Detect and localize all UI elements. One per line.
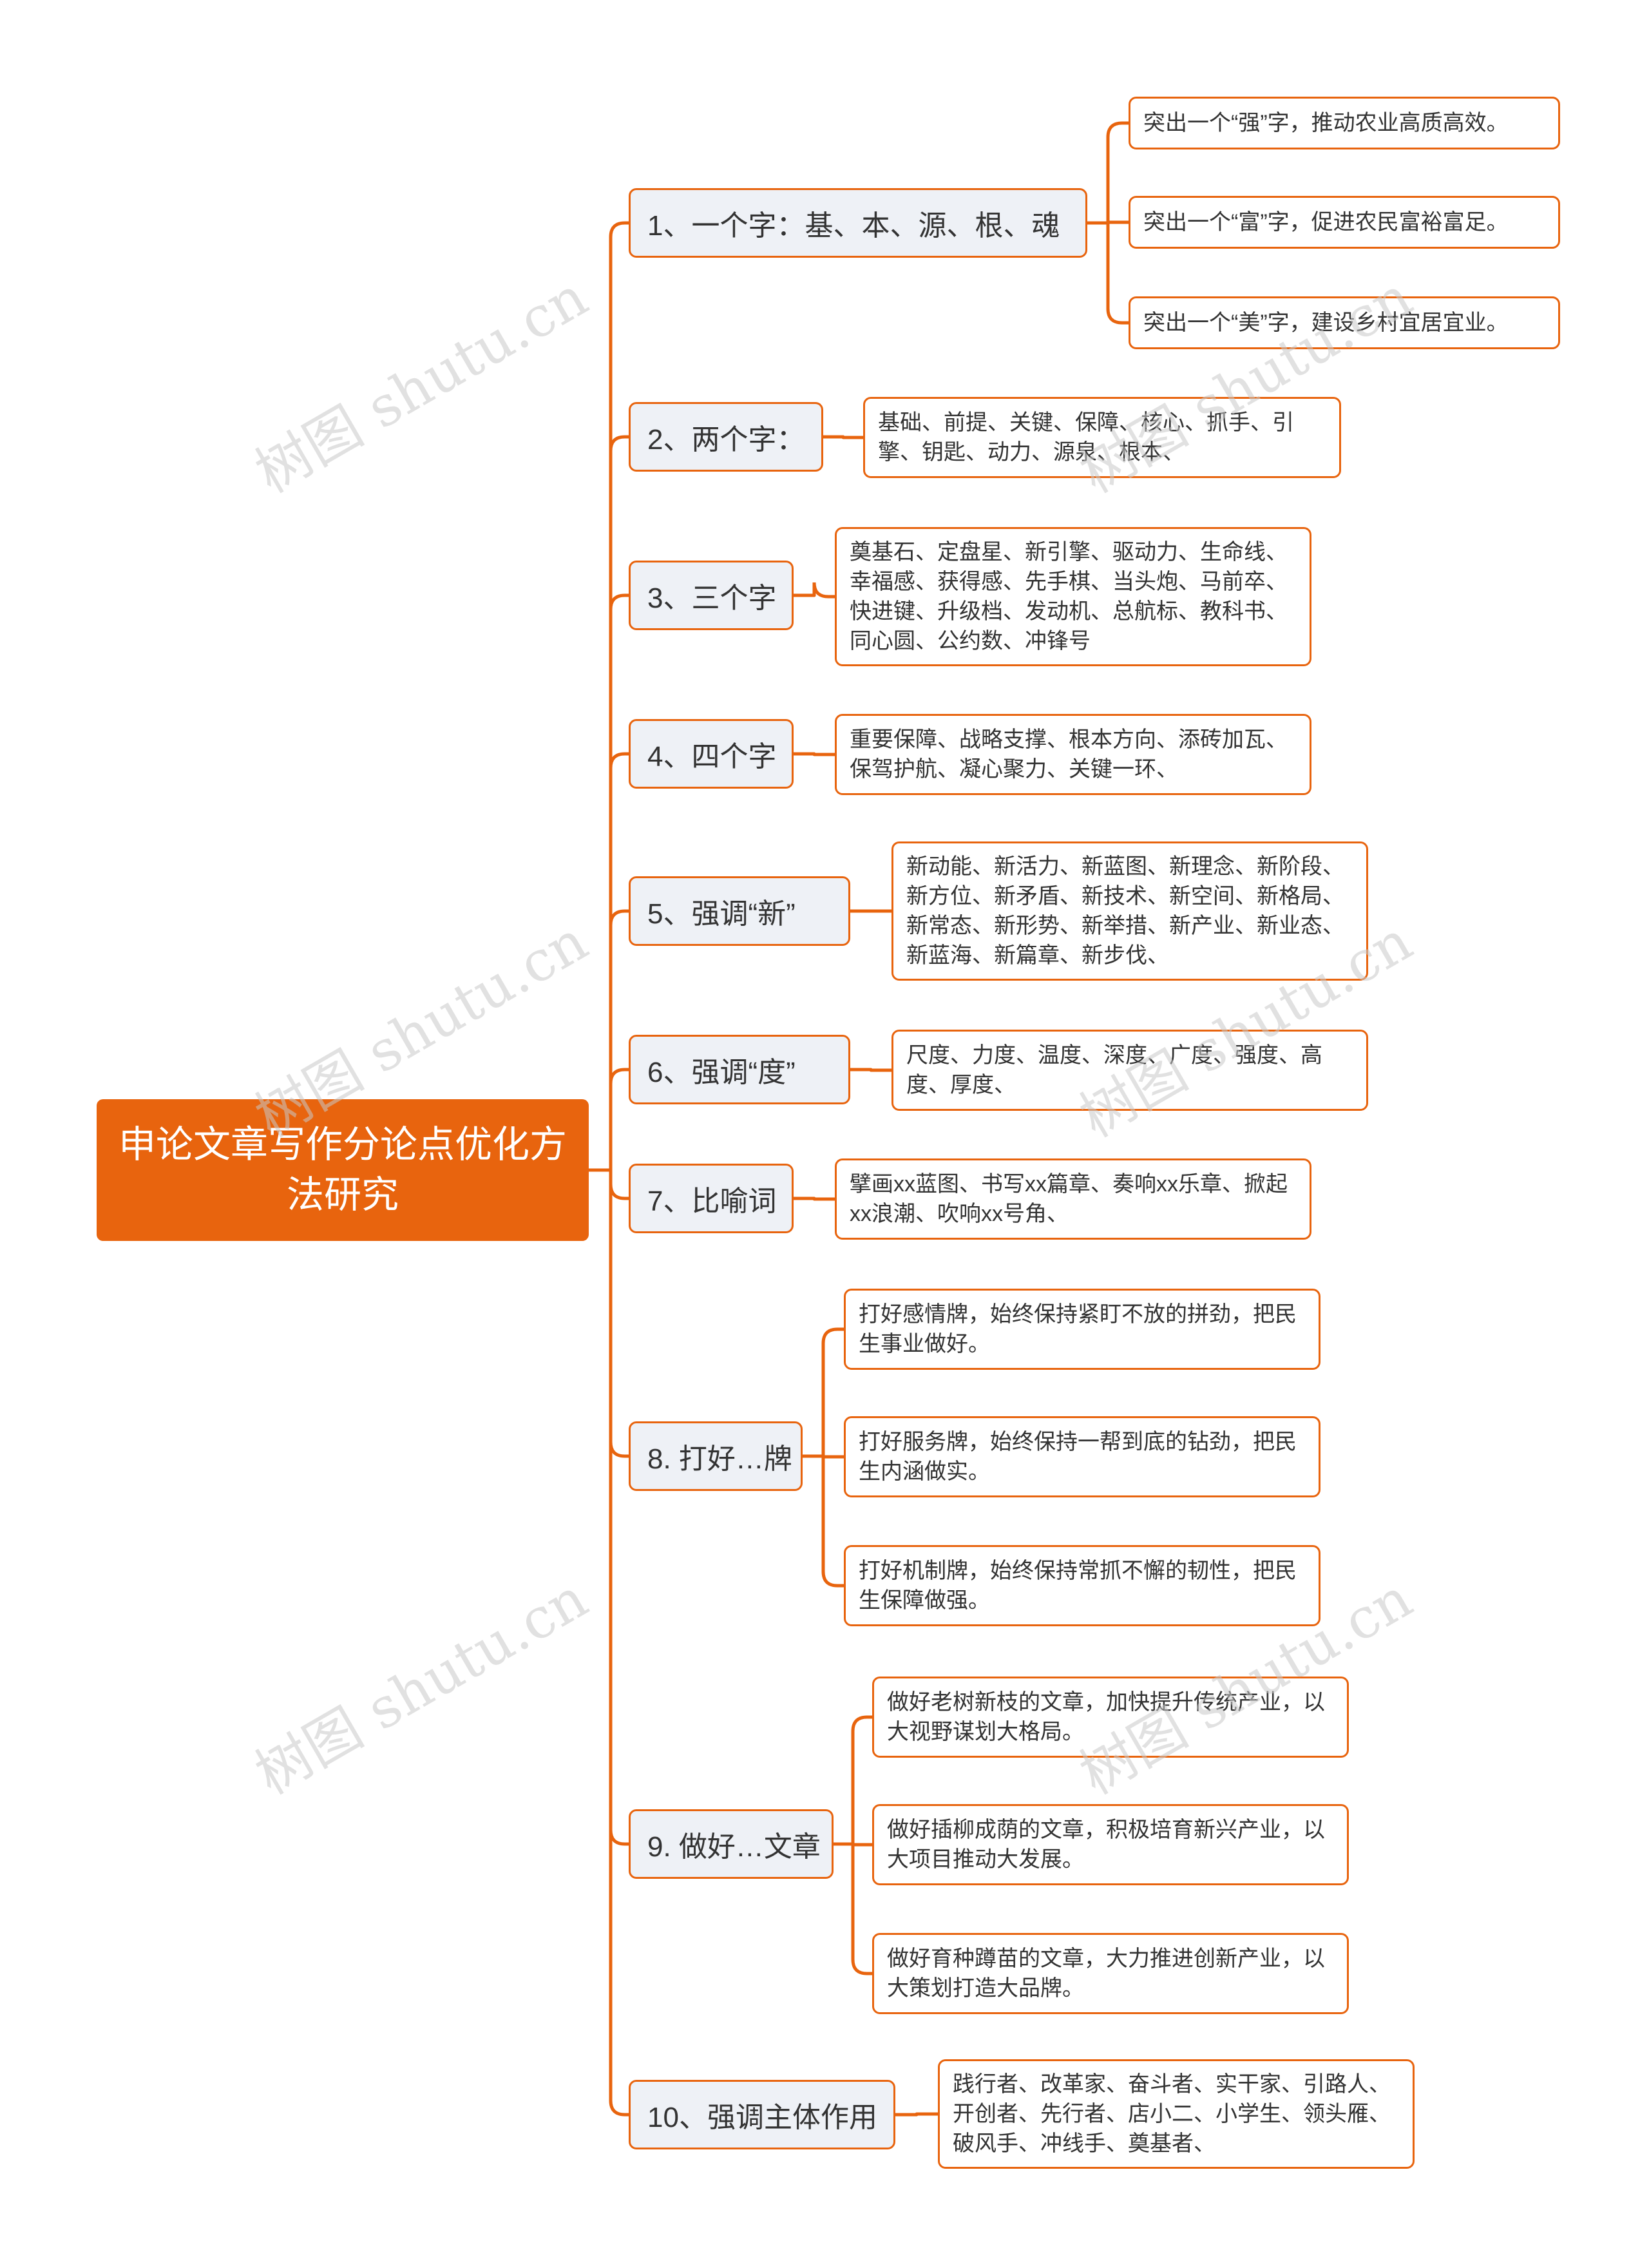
connector-line	[609, 1068, 631, 1172]
leaf-text: 打好机制牌，始终保持常抓不懈的韧性，把民生保障做强。	[859, 1559, 1297, 1613]
leaf-6-1[interactable]: 尺度、力度、温度、深度、广度、强度、高度、厚度、	[891, 1030, 1368, 1111]
leaf-text: 做好插柳成荫的文章，积极培育新兴产业，以大项目推动大发展。	[887, 1818, 1325, 1872]
connector-line	[851, 1715, 874, 1846]
root-topic[interactable]: 申论文章写作分论点优化方法研究	[97, 1099, 589, 1241]
branch-label: 10、强调主体作用	[647, 2102, 877, 2133]
leaf-8-3[interactable]: 打好机制牌，始终保持常抓不懈的韧性，把民生保障做强。	[844, 1545, 1320, 1626]
leaf-text: 做好老树新枝的文章，加快提升传统产业，以大视野谋划大格局。	[887, 1690, 1325, 1744]
branch-label: 8. 打好…牌	[647, 1443, 792, 1475]
branch-6[interactable]: 6、强调“度”	[629, 1035, 850, 1104]
branch-label: 6、强调“度”	[647, 1057, 796, 1088]
connector-line	[609, 221, 631, 1172]
branch-label: 5、强调“新”	[647, 898, 796, 930]
branch-8[interactable]: 8. 打好…牌	[629, 1421, 803, 1491]
leaf-text: 擘画xx蓝图、书写xx篇章、奏响xx乐章、掀起xx浪潮、吹响xx号角、	[850, 1172, 1288, 1226]
connector-line	[609, 752, 631, 1172]
leaf-5-1[interactable]: 新动能、新活力、新蓝图、新理念、新阶段、新方位、新矛盾、新技术、新空间、新格局、…	[891, 841, 1368, 981]
leaf-9-3[interactable]: 做好育种蹲苗的文章，大力推进创新产业，以大策划打造大品牌。	[872, 1933, 1349, 2014]
leaf-text: 突出一个“富”字，促进农民富裕富足。	[1143, 210, 1509, 235]
branch-2[interactable]: 2、两个字：	[629, 402, 823, 472]
leaf-3-1[interactable]: 奠基石、定盘星、新引擎、驱动力、生命线、幸福感、获得感、先手棋、当头炮、马前卒、…	[835, 527, 1311, 666]
leaf-8-2[interactable]: 打好服务牌，始终保持一帮到底的钻劲，把民生内涵做实。	[844, 1416, 1320, 1497]
leaf-text: 基础、前提、关键、保障、核心、抓手、引擎、钥匙、动力、源泉、根本、	[878, 410, 1294, 465]
branch-label: 1、一个字：基、本、源、根、魂	[647, 210, 1060, 242]
connector-line	[609, 1168, 631, 1846]
leaf-10-1[interactable]: 践行者、改革家、奋斗者、实干家、引路人、开创者、先行者、店小二、小学生、领头雁、…	[938, 2059, 1415, 2169]
branch-1[interactable]: 1、一个字：基、本、源、根、魂	[629, 188, 1087, 258]
leaf-text: 打好感情牌，始终保持紧盯不放的拼劲，把民生事业做好。	[859, 1302, 1297, 1356]
leaf-1-3[interactable]: 突出一个“美”字，建设乡村宜居宜业。	[1129, 296, 1560, 349]
leaf-text: 奠基石、定盘星、新引擎、驱动力、生命线、幸福感、获得感、先手棋、当头炮、马前卒、…	[850, 540, 1288, 653]
connector-line	[821, 1327, 846, 1458]
leaf-2-1[interactable]: 基础、前提、关键、保障、核心、抓手、引擎、钥匙、动力、源泉、根本、	[863, 397, 1341, 478]
leaf-text: 打好服务牌，始终保持一帮到底的钻劲，把民生内涵做实。	[859, 1430, 1297, 1484]
leaf-8-1[interactable]: 打好感情牌，始终保持紧盯不放的拼劲，把民生事业做好。	[844, 1289, 1320, 1370]
branch-4[interactable]: 4、四个字	[629, 719, 794, 789]
leaf-text: 突出一个“强”字，推动农业高质高效。	[1143, 111, 1509, 135]
leaf-9-2[interactable]: 做好插柳成荫的文章，积极培育新兴产业，以大项目推动大发展。	[872, 1804, 1349, 1885]
branch-label: 7、比喻词	[647, 1186, 777, 1217]
leaf-text: 尺度、力度、温度、深度、广度、强度、高度、厚度、	[906, 1043, 1322, 1097]
connector-line	[1106, 221, 1130, 325]
branch-7[interactable]: 7、比喻词	[629, 1164, 794, 1233]
branch-10[interactable]: 10、强调主体作用	[629, 2080, 895, 2149]
connector-line	[609, 909, 631, 1172]
branch-label: 2、两个字：	[647, 424, 805, 456]
leaf-9-1[interactable]: 做好老树新枝的文章，加快提升传统产业，以大视野谋划大格局。	[872, 1677, 1349, 1758]
connector-line	[1106, 121, 1130, 225]
leaf-text: 新动能、新活力、新蓝图、新理念、新阶段、新方位、新矛盾、新技术、新空间、新格局、…	[906, 854, 1344, 968]
branch-5[interactable]: 5、强调“新”	[629, 876, 850, 946]
branch-3[interactable]: 3、三个字	[629, 561, 794, 630]
branch-9[interactable]: 9. 做好…文章	[629, 1809, 834, 1879]
leaf-1-1[interactable]: 突出一个“强”字，推动农业高质高效。	[1129, 97, 1560, 149]
connector-line	[609, 1168, 631, 1200]
root-title: 申论文章写作分论点优化方法研究	[118, 1124, 567, 1216]
leaf-text: 做好育种蹲苗的文章，大力推进创新产业，以大策划打造大品牌。	[887, 1946, 1325, 2001]
branch-label: 3、三个字	[647, 582, 777, 614]
leaf-4-1[interactable]: 重要保障、战略支撑、根本方向、添砖加瓦、保驾护航、凝心聚力、关键一环、	[835, 714, 1311, 795]
connector-line	[609, 435, 631, 1172]
leaf-text: 突出一个“美”字，建设乡村宜居宜业。	[1143, 311, 1509, 335]
connector-line	[821, 1454, 846, 1588]
connector-line	[609, 593, 631, 1172]
connector-line	[851, 1842, 874, 1975]
leaf-text: 重要保障、战略支撑、根本方向、添砖加瓦、保驾护航、凝心聚力、关键一环、	[850, 727, 1288, 782]
branch-label: 4、四个字	[647, 741, 777, 773]
branch-label: 9. 做好…文章	[647, 1831, 821, 1863]
connector-line	[812, 582, 837, 599]
leaf-1-2[interactable]: 突出一个“富”字，促进农民富裕富足。	[1129, 196, 1560, 249]
leaf-7-1[interactable]: 擘画xx蓝图、书写xx篇章、奏响xx乐章、掀起xx浪潮、吹响xx号角、	[835, 1158, 1311, 1240]
connector-line	[609, 1168, 631, 2117]
leaf-text: 践行者、改革家、奋斗者、实干家、引路人、开创者、先行者、店小二、小学生、领头雁、…	[953, 2072, 1391, 2156]
connector-line	[609, 1168, 631, 1458]
